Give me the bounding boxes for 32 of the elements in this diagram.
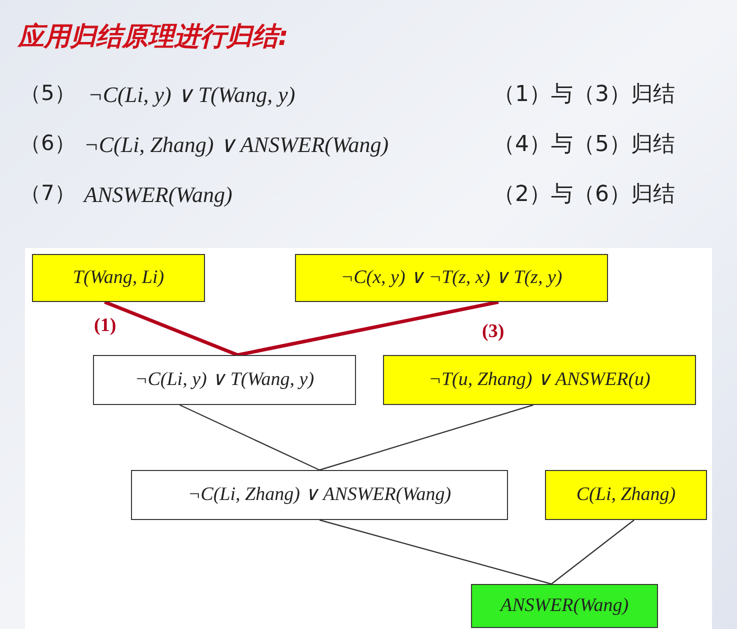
clause-box xyxy=(131,470,508,520)
step-number: （5） xyxy=(20,80,76,107)
formula-text: ¬C(Li, Zhang) ∨ ANSWER(Wang) xyxy=(84,131,389,159)
resolution-note: （4）与（5）归结 xyxy=(493,131,675,159)
clause-number: (3) xyxy=(482,320,504,344)
clause-text: ANSWER(Wang) xyxy=(500,594,629,618)
title-text: 应用归结原理进行归结: xyxy=(18,21,288,54)
clause-box xyxy=(383,355,696,405)
formula-text: ¬C(Li, y) ∨ T(Wang, y) xyxy=(88,81,296,109)
clause-box xyxy=(545,470,707,520)
clause-text: C(Li, Zhang) xyxy=(576,482,676,507)
connector-line xyxy=(104,300,238,357)
clause-number: (1) xyxy=(94,314,116,338)
resolution-note: （1）与（3）归结 xyxy=(493,81,675,109)
formula-text: ANSWER(Wang) xyxy=(84,181,232,209)
clause-box xyxy=(471,584,658,628)
clause-text: T(Wang, Li) xyxy=(72,266,164,290)
connector-line xyxy=(319,519,552,585)
clause-text: ¬C(x, y) ∨ ¬T(z, x) ∨ T(z, y) xyxy=(340,266,562,290)
step-number: （6） xyxy=(20,130,76,157)
clause-text: ¬T(u, Zhang) ∨ ANSWER(u) xyxy=(428,368,650,392)
clause-box xyxy=(295,254,608,302)
clause-text: ¬C(Li, y) ∨ T(Wang, y) xyxy=(134,368,314,392)
connector-line xyxy=(319,404,534,471)
resolution-note: （2）与（6）归结 xyxy=(493,181,675,209)
clause-box xyxy=(32,254,205,302)
clause-text: ¬C(Li, Zhang) ∨ ANSWER(Wang) xyxy=(188,482,452,507)
connector-line xyxy=(551,520,634,584)
connector-line xyxy=(237,300,499,357)
step-number: （7） xyxy=(20,180,76,207)
clause-box xyxy=(93,355,356,405)
connector-line xyxy=(180,404,320,471)
